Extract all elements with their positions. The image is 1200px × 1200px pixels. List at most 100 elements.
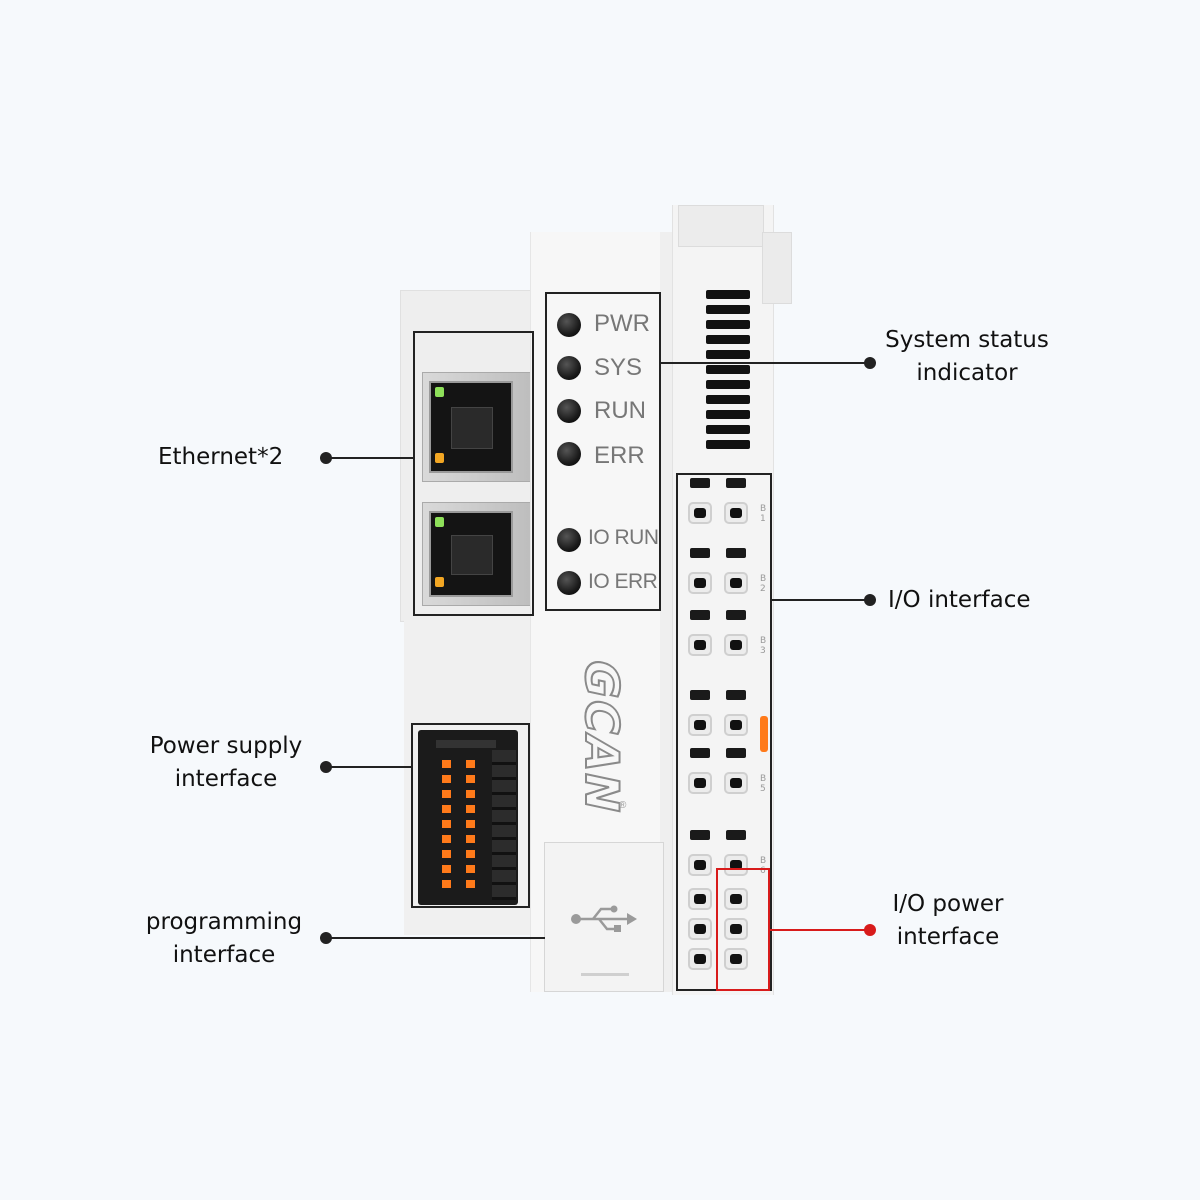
io-terminal-hole[interactable] — [724, 854, 748, 876]
power-terminal-pin — [466, 820, 475, 828]
sys-led-label: SYS — [594, 354, 643, 381]
io-run-led-label: IO RUN — [588, 526, 659, 549]
power-terminal-pin — [442, 850, 451, 858]
io-power-terminal-hole[interactable] — [688, 948, 712, 970]
io-power-highlight-box — [716, 868, 770, 991]
power-terminal-pin — [466, 835, 475, 843]
vent-slot — [706, 290, 750, 299]
usb-port[interactable] — [544, 842, 664, 992]
err-led-label: ERR — [594, 442, 645, 469]
power-terminal-pin — [442, 835, 451, 843]
power-terminal-pin — [442, 775, 451, 783]
io-terminal-hole[interactable] — [688, 502, 712, 524]
io-release-tab[interactable] — [726, 830, 746, 840]
io-err-led-icon — [557, 571, 581, 595]
ethernet-led-green — [435, 517, 444, 527]
ethernet-port-1[interactable] — [422, 372, 534, 482]
ethernet-led-green — [435, 387, 444, 397]
vent-slot — [706, 365, 750, 374]
programming-interface-label: programming interface — [145, 909, 303, 968]
pwr-led-icon — [557, 313, 581, 337]
io-slot-number: B1 — [760, 504, 767, 524]
io-release-tab[interactable] — [690, 830, 710, 840]
io-release-tab[interactable] — [690, 478, 710, 488]
usb-icon — [571, 905, 637, 932]
io-terminal-hole[interactable] — [724, 502, 748, 524]
power-terminal-pin — [442, 805, 451, 813]
io-power-terminal-hole[interactable] — [688, 918, 712, 940]
power-terminal-pin — [442, 820, 451, 828]
err-led-icon — [557, 442, 581, 466]
power-terminal-pin — [466, 760, 475, 768]
power-terminal-pin — [466, 790, 475, 798]
io-slot-number: B2 — [760, 574, 767, 594]
io-terminal-hole[interactable] — [688, 854, 712, 876]
vent-slot — [706, 320, 750, 329]
io-slot-number: B6 — [760, 856, 767, 876]
pwr-led-label: PWR — [594, 310, 650, 337]
vent-slot — [706, 305, 750, 314]
system-status-indicator-label: System status indicator — [885, 327, 1049, 386]
io-power-terminal-hole[interactable] — [688, 888, 712, 910]
io-interface-label: I/O interface — [888, 587, 1031, 613]
vent-slot — [706, 395, 750, 404]
vent-slot — [706, 440, 750, 449]
io-release-tab[interactable] — [690, 690, 710, 700]
power-terminal-pin — [442, 880, 451, 888]
ethernet-label: Ethernet*2 — [158, 444, 284, 470]
io-terminal-hole[interactable] — [724, 634, 748, 656]
io-terminal-hole[interactable] — [688, 572, 712, 594]
orange-release-tab — [760, 716, 768, 752]
io-terminal-hole[interactable] — [688, 772, 712, 794]
gcan-logo: GCAN ® — [574, 653, 630, 820]
power-supply-terminal[interactable] — [418, 730, 518, 905]
io-module-side-clip — [762, 232, 792, 304]
power-terminal-pin — [466, 775, 475, 783]
ethernet-led-amber — [435, 453, 444, 463]
io-terminal-grid[interactable]: B1B2B3B4B5B6 — [680, 478, 780, 988]
io-power-terminal-hole[interactable] — [724, 888, 748, 910]
io-run-led-icon — [557, 528, 581, 552]
run-led-icon — [557, 399, 581, 423]
io-release-tab[interactable] — [726, 548, 746, 558]
power-terminal-pin — [442, 760, 451, 768]
power-terminal-pin — [466, 850, 475, 858]
io-release-tab[interactable] — [690, 610, 710, 620]
io-terminal-hole[interactable] — [688, 714, 712, 736]
status-led-highlight-box — [545, 292, 661, 611]
sys-led-icon — [557, 356, 581, 380]
io-power-interface-label: I/O power interface — [892, 891, 1004, 950]
io-power-terminal-hole[interactable] — [724, 948, 748, 970]
io-release-tab[interactable] — [690, 548, 710, 558]
io-vent-slots — [706, 290, 752, 460]
io-err-led-label: IO ERR — [588, 570, 658, 593]
power-terminal-pin — [466, 805, 475, 813]
ethernet-highlight-box — [413, 331, 534, 616]
io-slot-number: B5 — [760, 774, 767, 794]
ethernet-led-amber — [435, 577, 444, 587]
io-module-top-cap — [678, 205, 764, 247]
io-release-tab[interactable] — [726, 690, 746, 700]
io-terminal-hole[interactable] — [724, 772, 748, 794]
io-slot-number: B3 — [760, 636, 767, 656]
io-power-terminal-hole[interactable] — [724, 918, 748, 940]
vent-slot — [706, 425, 750, 434]
io-release-tab[interactable] — [726, 748, 746, 758]
io-terminal-hole[interactable] — [724, 572, 748, 594]
vent-slot — [706, 350, 750, 359]
power-supply-highlight-box — [411, 723, 530, 908]
vent-slot — [706, 410, 750, 419]
run-led-label: RUN — [594, 397, 646, 424]
vent-slot — [706, 335, 750, 344]
io-release-tab[interactable] — [726, 610, 746, 620]
io-terminal-hole[interactable] — [724, 714, 748, 736]
io-release-tab[interactable] — [690, 748, 710, 758]
power-terminal-pin — [442, 790, 451, 798]
vent-slot — [706, 380, 750, 389]
io-terminal-hole[interactable] — [688, 634, 712, 656]
power-terminal-pin — [442, 865, 451, 873]
power-terminal-pin — [466, 880, 475, 888]
io-release-tab[interactable] — [726, 478, 746, 488]
